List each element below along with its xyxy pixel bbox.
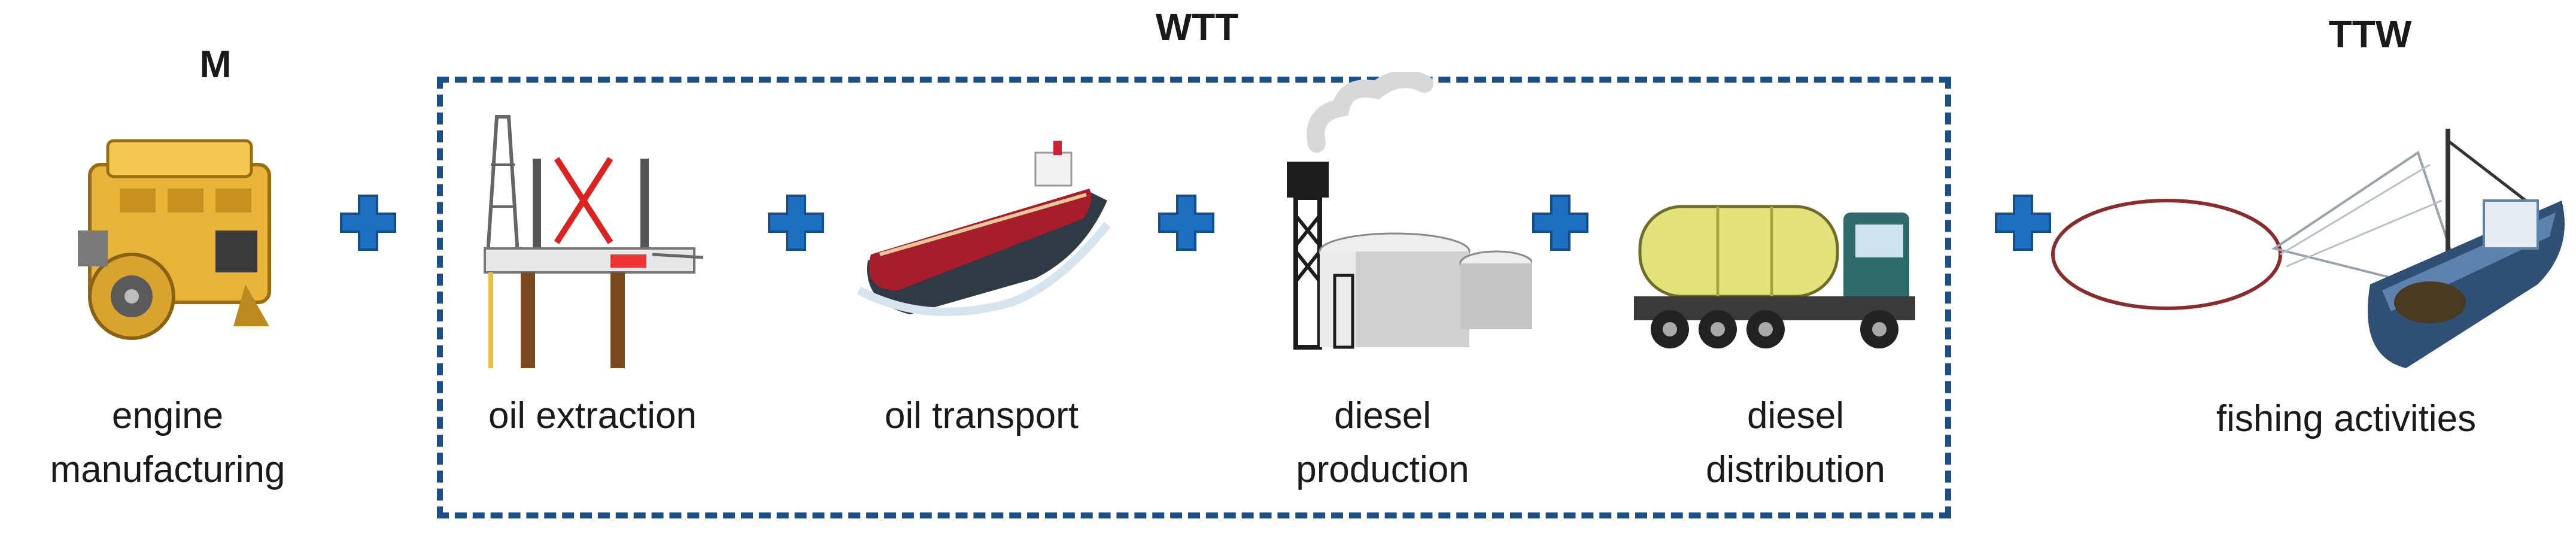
plus-icon [766,193,826,253]
stage-label-fishing-activities: fishing activities [2155,392,2538,446]
stage-label-line: diesel [1747,395,1844,436]
stage-label-line: engine [111,395,224,436]
stage-label-line: production [1296,449,1469,490]
stage-label-line: manufacturing [50,449,285,490]
wtt-boundary-box [437,77,1951,518]
heading-ttw: TTW [2328,13,2412,56]
plus-icon [1993,193,2053,253]
fishing-boat-icon [2047,129,2574,380]
stage-label-line: distribution [1706,449,1885,490]
heading-m: M [199,43,232,86]
stage-label-oil-transport: oil transport [838,389,1125,443]
heading-wtt: WTT [1155,5,1239,48]
plus-icon [1530,193,1590,253]
stage-label-diesel-distribution: diesel distribution [1652,389,1939,497]
oil-rig-icon [473,105,706,368]
refinery-icon [1275,72,1532,353]
stage-label-diesel-production: diesel production [1245,389,1520,497]
stage-label-engine-manufacturing: engine manufacturing [0,389,335,497]
stage-label-line: oil transport [885,395,1079,436]
stage-label-line: diesel [1334,395,1431,436]
stage-label-line: oil extraction [488,395,697,436]
tanker-truck-icon [1628,195,1921,359]
engine-icon [66,129,293,362]
plus-icon [338,193,398,253]
stage-label-oil-extraction: oil extraction [449,389,736,443]
oil-tanker-icon [856,135,1113,332]
plus-icon [1156,193,1216,253]
stage-label-line: fishing activities [2216,398,2477,439]
